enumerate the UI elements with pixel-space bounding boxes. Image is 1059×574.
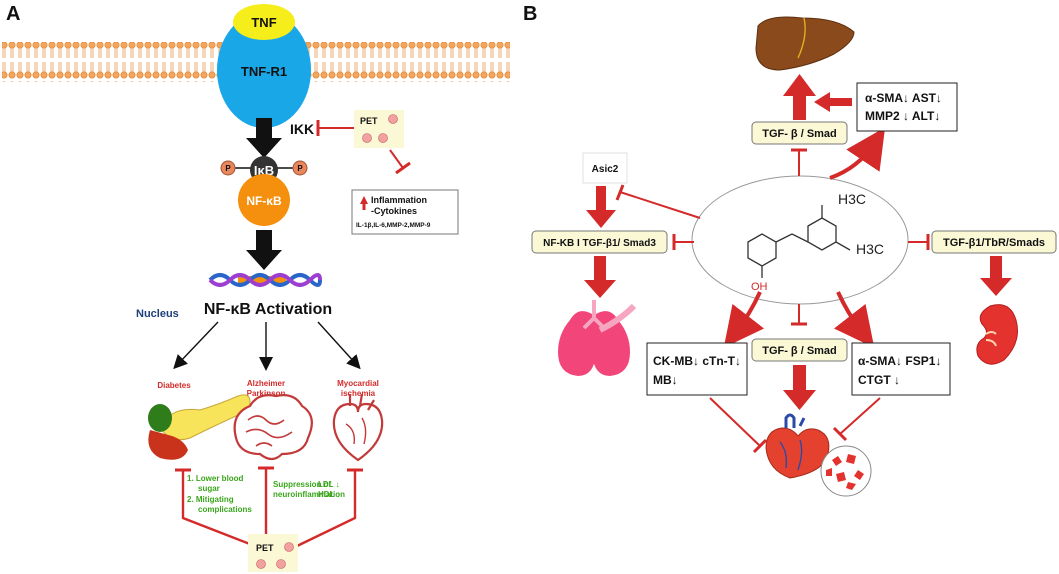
fibrotic-tissue-icon <box>820 445 872 497</box>
liver-pathway-label: TGF- β / Smad <box>762 128 837 140</box>
effect-heart-2: HDL ↑ <box>318 490 341 499</box>
lung-pathway-box <box>531 230 668 254</box>
p-right-label: P <box>297 164 303 173</box>
pet-inhibit-heart <box>296 470 357 548</box>
inhibit-heart-from-markers <box>709 397 761 447</box>
pet-top-label: PET <box>360 116 378 126</box>
phosphate-right <box>292 160 308 176</box>
disease-alzheimer: Alzheimer <box>247 379 285 388</box>
pet-bottom-label: PET <box>256 543 274 553</box>
effect-diabetes-1: 1. Lower blood <box>187 474 244 483</box>
asic2-label: Asic2 <box>592 164 619 175</box>
pterostilbene-structure-icon <box>747 205 851 278</box>
pancreas-icon <box>148 394 251 460</box>
pet-dot <box>256 559 266 569</box>
arrow-to-kidney <box>980 256 1012 296</box>
liver-markers-2: MMP2 ↓ ALT↓ <box>865 109 940 123</box>
ikb-label: IκB <box>254 163 274 178</box>
heart-markers-1: CK-MB↓ cTn-T↓ <box>653 354 741 368</box>
brain-icon <box>233 394 313 461</box>
phosphate-left <box>220 160 236 176</box>
pet-inhibit-inflammation-line <box>389 149 404 169</box>
heart-markers-2: MB↓ <box>653 373 678 387</box>
arrow-to-myocardial <box>317 321 361 370</box>
heart-markers-box <box>646 342 748 396</box>
up-arrow-icon <box>360 196 368 210</box>
inhibit-tissue-from-markers <box>839 397 881 435</box>
panel-b-label: B <box>523 3 537 25</box>
arrow-to-diabetes <box>173 321 219 370</box>
inhibit-bar-heart-markers <box>752 438 768 454</box>
inhibit-asic2 <box>619 191 701 219</box>
pet-box-bottom <box>248 534 298 572</box>
panel-a-label: A <box>6 3 20 25</box>
inflammation-box <box>351 189 459 235</box>
cytokine-list: IL-1β,IL-6,MMP-2,MMP-9 <box>356 222 431 229</box>
kidney-pathway-label: TGF-β1/TbR/Smads <box>943 237 1045 249</box>
nfkb-activation-label: NF-κB Activation <box>204 301 332 318</box>
fibro-markers-1: α-SMA↓ FSP1↓ <box>858 354 941 368</box>
heart-pathway-label: TGF- β / Smad <box>762 345 837 357</box>
kidney-icon <box>976 304 1018 365</box>
tnf-label: TNF <box>251 15 276 30</box>
effect-heart-1: LDL ↓ <box>318 480 340 489</box>
disease-parkinson: Parkinson <box>247 389 286 398</box>
liver-markers-box <box>856 82 958 132</box>
tnf-r1-receptor <box>217 12 311 128</box>
inhibit-bar-asic2 <box>615 184 625 201</box>
inhibit-bar-tissue <box>832 426 848 442</box>
molecule-ellipse <box>691 175 909 305</box>
liver-icon <box>755 16 855 71</box>
arrow-to-liver-markers <box>829 127 886 180</box>
fibro-markers-2: CTGT ↓ <box>858 373 900 387</box>
disease-myocardial: Myocardial <box>337 379 379 388</box>
ikk-label: IKK <box>290 121 314 137</box>
nfkb-label: NF-κB <box>246 194 282 208</box>
arrow-asic2-to-pathway <box>586 186 616 228</box>
effect-diabetes-2: sugar <box>198 484 220 493</box>
pet-dot <box>388 114 398 124</box>
oh-label: OH <box>751 281 768 293</box>
arrow-to-fibro-markers <box>833 291 875 348</box>
p-left-label: P <box>225 164 231 173</box>
disease-diabetes: Diabetes <box>157 381 191 390</box>
effect-diabetes-4: complications <box>198 505 252 514</box>
arrow-to-heart-markers <box>723 291 765 348</box>
arrow-to-heart <box>783 365 816 410</box>
effect-brain-1: Suppression of <box>273 480 332 489</box>
heart-icon <box>332 393 384 462</box>
pet-inhibit-inflammation-bar <box>395 161 411 175</box>
tnf-r1-label: TNF-R1 <box>241 64 287 79</box>
pet-dot <box>276 559 286 569</box>
pet-dot <box>284 542 294 552</box>
fibro-markers-box <box>851 342 951 396</box>
lung-pathway-label: NF-KB I TGF-β1/ Smad3 <box>543 238 656 249</box>
pet-inhibit-diabetes <box>181 470 256 548</box>
pet-dot <box>378 133 388 143</box>
asic2-box <box>582 152 628 184</box>
effect-diabetes-3: 2. Mitigating <box>187 495 234 504</box>
kidney-pathway-box <box>931 230 1057 254</box>
nucleus-label: Nucleus <box>136 308 179 320</box>
inflammation-subtitle: -Cytokines <box>371 206 417 216</box>
inflammation-title: Inflammation <box>371 195 427 205</box>
effect-brain-2: neuroinflammation <box>273 490 345 499</box>
heart-pathway-box <box>751 338 848 362</box>
h3c-right-label: H3C <box>856 241 884 257</box>
heart-organ-icon <box>765 413 830 479</box>
arrow-to-lung <box>584 256 616 298</box>
tnf-ligand <box>233 4 295 40</box>
dna-helix-icon <box>208 273 322 287</box>
arrow-to-liver <box>783 74 816 120</box>
pet-dot <box>362 133 372 143</box>
arrow-to-nucleus <box>246 230 282 270</box>
h3c-top-label: H3C <box>838 191 866 207</box>
disease-ischemia: ischemia <box>341 389 376 398</box>
nfkb-protein <box>238 174 290 226</box>
arrow-ikk <box>246 118 282 158</box>
lung-icon <box>558 300 637 376</box>
arrow-markers-to-liver <box>814 92 852 112</box>
liver-markers-1: α-SMA↓ AST↓ <box>865 91 942 105</box>
